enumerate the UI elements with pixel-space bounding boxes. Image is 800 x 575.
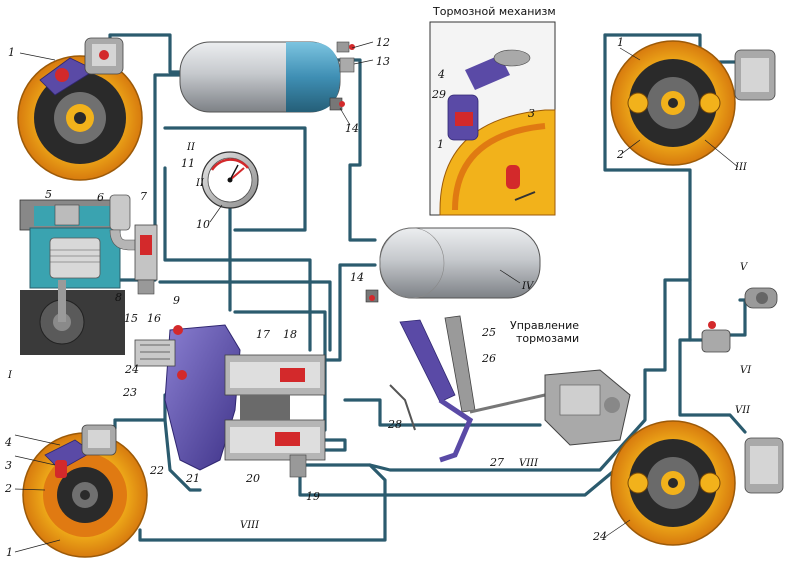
coupling-head-v [744, 287, 778, 309]
brake-chamber-rear-right [744, 437, 784, 494]
label-2: 2 [4, 482, 12, 495]
label-roman-vii: VII [735, 405, 751, 416]
label-4: 4 [4, 436, 12, 449]
drain-valve-12 [336, 41, 355, 53]
caption-brake-control-2: тормозами [516, 332, 579, 345]
unloader-valve-9 [134, 224, 158, 295]
brake-drum-rear-left [22, 432, 148, 558]
label-4: 4 [437, 68, 445, 81]
label-14: 14 [350, 271, 364, 284]
label-2: 2 [616, 148, 624, 161]
label-17: 17 [256, 328, 270, 341]
label-26: 26 [481, 352, 496, 365]
label-6: 6 [97, 191, 104, 204]
pressure-gauge [201, 151, 259, 209]
label-3: 3 [5, 459, 12, 472]
pressure-regulator-7 [109, 194, 141, 251]
label-roman-v: V [740, 262, 749, 273]
label-1: 1 [6, 546, 13, 559]
label-24: 24 [124, 363, 139, 376]
disconnect-valve-vi [701, 321, 731, 353]
label-1: 1 [617, 36, 624, 49]
label-7: 7 [140, 190, 147, 203]
caption-brake-mechanism: Тормозной механизм [432, 5, 556, 18]
label-22: 22 [149, 464, 164, 477]
brake-mechanism-inset [429, 21, 556, 216]
air-compressor [19, 199, 125, 355]
label-13: 13 [376, 55, 390, 68]
label-24: 24 [592, 530, 607, 543]
label-11: 11 [181, 157, 195, 170]
leader-lines [14, 41, 739, 553]
label-28: 28 [387, 418, 402, 431]
air-pipelines [98, 33, 747, 542]
label-1: 1 [8, 46, 15, 59]
label-roman-ii: II [195, 178, 205, 189]
label-roman-iii: III [734, 162, 748, 173]
label-roman-vi: VI [740, 365, 752, 376]
label-18: 18 [283, 328, 297, 341]
brake-pedal-linkage [389, 315, 546, 463]
label-roman-ii: II [186, 142, 196, 153]
label-15: 15 [124, 312, 138, 325]
label-29: 29 [431, 88, 446, 101]
top-air-tank [179, 41, 341, 113]
label-3: 3 [528, 107, 535, 120]
condensate-valve-14-mid [365, 289, 379, 303]
label-12: 12 [376, 36, 390, 49]
brake-drum-front-right [610, 40, 736, 166]
label-1: 1 [437, 138, 444, 151]
air-tank-iv [379, 227, 541, 299]
label-9: 9 [173, 294, 180, 307]
part-labels: 1 1 1 1 2 2 3 3 4 4 5 6 7 8 9 10 11 12 1… [4, 36, 752, 559]
caption-brake-control-1: Управление [510, 319, 579, 332]
brake-valve-viii-right [544, 369, 631, 446]
label-25: 25 [481, 326, 496, 339]
label-23: 23 [122, 386, 137, 399]
label-20: 20 [245, 472, 260, 485]
brake-drum-front-left [17, 55, 143, 181]
label-roman-i: I [7, 370, 13, 381]
brake-drum-rear-right [610, 420, 736, 546]
safety-valve-13 [339, 57, 355, 73]
brake-chamber-rear-left [81, 424, 117, 456]
brake-chamber-front-left [84, 37, 124, 75]
label-roman-iv: IV [521, 281, 535, 292]
label-roman-viii: VIII [519, 458, 539, 469]
brake-chamber-front-right [734, 49, 776, 101]
label-21: 21 [185, 472, 200, 485]
label-16: 16 [147, 312, 161, 325]
label-roman-viii: VIII [240, 520, 260, 531]
label-27: 27 [489, 456, 504, 469]
condensate-valve-14-top [329, 97, 345, 111]
label-8: 8 [115, 291, 122, 304]
label-19: 19 [306, 490, 320, 503]
brake-valve-assembly [134, 324, 326, 478]
label-10: 10 [196, 218, 210, 231]
label-5: 5 [45, 188, 52, 201]
label-14: 14 [345, 122, 359, 135]
